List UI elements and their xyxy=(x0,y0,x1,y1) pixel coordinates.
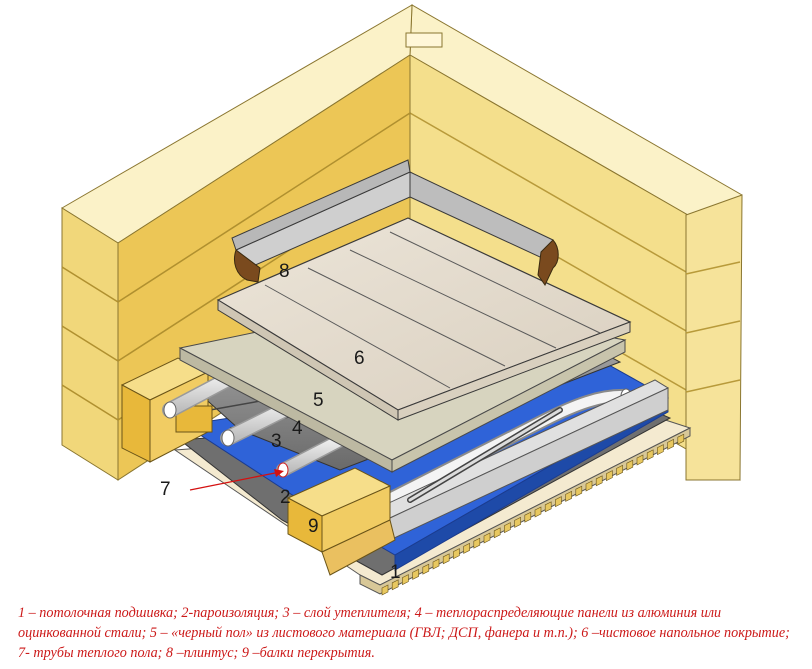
ceiling-tooth xyxy=(534,506,542,518)
ceiling-tooth xyxy=(646,449,654,461)
ceiling-tooth xyxy=(493,527,501,539)
ceiling-tooth xyxy=(432,558,440,570)
ceiling-tooth xyxy=(483,532,491,544)
finish-flooring xyxy=(216,217,632,421)
label-vapour-barrier: 2 xyxy=(280,487,291,508)
ceiling-tooth xyxy=(412,568,419,580)
ceiling-tooth xyxy=(555,496,562,508)
ceiling-tooth xyxy=(381,584,389,596)
label-heat-panels: 4 xyxy=(292,418,303,439)
ceiling-tooth xyxy=(402,574,409,586)
ceiling-tooth xyxy=(575,485,583,497)
ceiling-tooth xyxy=(565,490,572,502)
ceiling-tooth xyxy=(514,516,521,528)
skirting-board xyxy=(231,159,559,286)
label-joists: 9 xyxy=(308,516,319,537)
diagram-caption: 1 – потолочная подшивка; 2-пароизоляция;… xyxy=(18,605,790,661)
ceiling-tooth xyxy=(585,480,593,492)
ceiling-tooth xyxy=(595,475,603,487)
ceiling-tooth xyxy=(667,438,674,450)
ceiling-tooth xyxy=(391,579,399,591)
label-heating-pipes: 7 xyxy=(160,479,171,500)
label-skirting: 8 xyxy=(279,261,290,282)
ceiling-tooth xyxy=(453,548,460,560)
ceiling-tooth xyxy=(524,511,532,523)
ceiling-tooth xyxy=(616,464,623,476)
ceiling-tooth xyxy=(442,553,450,565)
ceiling-tooth xyxy=(473,537,481,549)
label-finish-flooring: 6 xyxy=(354,348,365,369)
ceiling-tooth xyxy=(422,563,430,575)
ceiling-tooth xyxy=(544,501,552,513)
ceiling-tooth xyxy=(606,470,613,482)
ceiling-tooth xyxy=(657,444,664,456)
ceiling-tooth xyxy=(626,459,634,471)
floor-section-diagram: 1 2 3 4 5 6 7 8 9 xyxy=(61,4,743,596)
heat-panel-block xyxy=(377,379,670,541)
ceiling-tooth xyxy=(504,522,511,534)
label-subfloor: 5 xyxy=(313,390,324,411)
pipe-pointer-arrow xyxy=(274,469,284,477)
pipe-pointer-line xyxy=(189,471,281,491)
wall-notch xyxy=(405,32,443,48)
ceiling-tooth xyxy=(636,454,644,466)
ceiling-lining-teeth xyxy=(381,433,685,596)
joist-front xyxy=(286,467,396,576)
label-insulation: 3 xyxy=(271,431,282,452)
ceiling-tooth xyxy=(463,542,470,554)
label-ceiling-lining: 1 xyxy=(390,562,401,583)
right-wall-front xyxy=(685,194,743,481)
ceiling-tooth xyxy=(677,433,685,445)
